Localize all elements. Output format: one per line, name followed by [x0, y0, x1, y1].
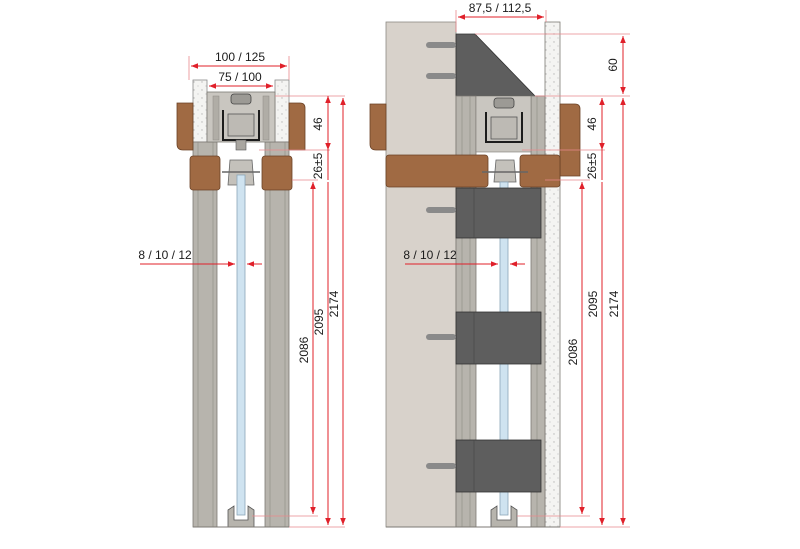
- wood-clamp-right: [261, 155, 293, 191]
- dim-glass-thickness: 8 / 10 / 12: [138, 248, 192, 262]
- dim-track-height-right: 46: [585, 117, 599, 131]
- glass-panel: [236, 174, 246, 516]
- wood-cover-outer: [559, 103, 581, 177]
- dim-outer-width: 100 / 125: [215, 50, 265, 64]
- wood-clamp-left: [189, 155, 221, 191]
- wood-clamp-long: [385, 154, 489, 188]
- roller-body: [227, 113, 255, 137]
- dim-door-height: 2086: [297, 336, 311, 363]
- left-section-view: [176, 79, 306, 528]
- wood-clamp-short: [519, 154, 561, 188]
- top-bracket: [455, 33, 536, 97]
- wall-bracket-3: [426, 439, 542, 493]
- dim-total-height: 2174: [327, 290, 341, 317]
- wall-bracket-1: [426, 187, 542, 239]
- left-dimensions: 100 / 125 75 / 100 46 26±5 2086 2095 217…: [138, 50, 346, 528]
- floor-guide: [227, 505, 255, 528]
- dim-inner-width: 75 / 100: [218, 70, 262, 84]
- side-profile-left: [192, 141, 218, 528]
- wood-cover-left: [176, 102, 194, 151]
- ceiling-plaster-left: [192, 79, 208, 143]
- dim-glass-thickness-right: 8 / 10 / 12: [403, 248, 457, 262]
- dim-track-height: 46: [311, 117, 325, 131]
- plaster-panel: [544, 21, 561, 528]
- dim-track-to-floor: 2095: [312, 308, 326, 335]
- dim-gap: 26±5: [311, 152, 325, 179]
- wall-bracket-2: [426, 311, 542, 365]
- dim-total-height-right: 2174: [607, 290, 621, 317]
- right-dimensions: 87,5 / 112,5 60 46 26±5 2086 2095 2174 8…: [403, 1, 630, 528]
- dim-door-height-right: 2086: [566, 338, 580, 365]
- dim-gap-right: 26±5: [585, 152, 599, 179]
- wall: [385, 21, 457, 528]
- wood-cover-wall: [369, 103, 387, 151]
- floor-guide-right: [490, 505, 518, 528]
- roller-top: [230, 93, 252, 105]
- side-profile-right: [264, 141, 290, 528]
- wood-cover-right: [288, 102, 306, 151]
- right-section-view: [369, 21, 581, 528]
- dim-track-to-floor-right: 2095: [586, 290, 600, 317]
- ceiling-plaster-right: [274, 79, 290, 143]
- dim-bracket-depth: 87,5 / 112,5: [469, 1, 532, 15]
- dim-bracket-height: 60: [606, 58, 620, 72]
